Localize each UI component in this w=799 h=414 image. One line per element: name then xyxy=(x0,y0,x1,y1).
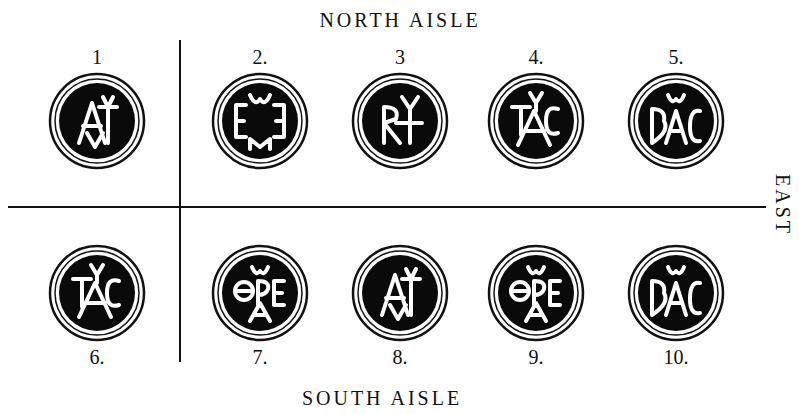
black-disc xyxy=(638,83,714,159)
medallion xyxy=(350,243,450,343)
medallion xyxy=(210,71,310,171)
callout-number: 1 xyxy=(92,43,102,71)
monogram xyxy=(511,267,560,321)
black-disc xyxy=(222,83,298,159)
monogram xyxy=(384,97,422,143)
inner-ring xyxy=(55,251,139,335)
black-disc xyxy=(362,255,438,331)
medallion-node: 5. xyxy=(626,43,726,171)
medallion-node: 8. xyxy=(350,243,450,371)
aisle-label: SOUTH AISLE xyxy=(302,386,462,410)
medallion xyxy=(47,243,147,343)
black-disc xyxy=(498,255,574,331)
monogram xyxy=(79,97,117,147)
bay-divider xyxy=(179,40,181,362)
medallion xyxy=(47,71,147,171)
monogram xyxy=(236,95,284,149)
medallion-node: 10. xyxy=(626,243,726,371)
inner-ring xyxy=(494,251,578,335)
callout-number: 6. xyxy=(90,343,105,371)
medallion xyxy=(626,71,726,171)
medallion-node: 1 xyxy=(47,43,147,171)
callout-number: 10. xyxy=(664,343,689,371)
callout-number: 7. xyxy=(253,343,268,371)
outer-ring xyxy=(489,246,583,340)
callout-number: 8. xyxy=(393,343,408,371)
callout-number: 3 xyxy=(395,43,405,71)
outer-ring xyxy=(50,246,144,340)
inner-ring xyxy=(358,79,442,163)
callout-number: 4. xyxy=(529,43,544,71)
medallion xyxy=(626,243,726,343)
outer-ring xyxy=(629,74,723,168)
outer-ring xyxy=(489,74,583,168)
outer-ring xyxy=(213,74,307,168)
medallion-node: 3 xyxy=(350,43,450,171)
monogram xyxy=(235,267,284,321)
callout-number: 5. xyxy=(669,43,684,71)
aisle-label: EAST xyxy=(771,174,795,236)
inner-ring xyxy=(218,251,302,335)
inner-ring xyxy=(634,79,718,163)
medallion-node: 4. xyxy=(486,43,586,171)
inner-ring xyxy=(55,79,139,163)
monogram xyxy=(382,269,420,319)
outer-ring xyxy=(213,246,307,340)
black-disc xyxy=(222,255,298,331)
aisle-label: NORTH AISLE xyxy=(319,8,480,32)
callout-number: 2. xyxy=(253,43,268,71)
medallion xyxy=(486,243,586,343)
monogram xyxy=(652,267,700,315)
monogram xyxy=(652,95,700,143)
medallion-node: 9. xyxy=(486,243,586,371)
inner-ring xyxy=(218,79,302,163)
inner-ring xyxy=(358,251,442,335)
outer-ring xyxy=(353,74,447,168)
black-disc xyxy=(59,255,135,331)
medallion xyxy=(210,243,310,343)
medallion xyxy=(486,71,586,171)
aisle-divider xyxy=(8,206,766,208)
medallion-node: 6. xyxy=(47,243,147,371)
black-disc xyxy=(362,83,438,159)
monogram xyxy=(512,93,558,145)
outer-ring xyxy=(50,74,144,168)
black-disc xyxy=(638,255,714,331)
inner-ring xyxy=(494,79,578,163)
outer-ring xyxy=(629,246,723,340)
medallion xyxy=(350,71,450,171)
monogram xyxy=(73,265,119,317)
outer-ring xyxy=(353,246,447,340)
callout-number: 9. xyxy=(529,343,544,371)
black-disc xyxy=(498,83,574,159)
medallion-node: 7. xyxy=(210,243,310,371)
inner-ring xyxy=(634,251,718,335)
black-disc xyxy=(59,83,135,159)
medallion-node: 2. xyxy=(210,43,310,171)
